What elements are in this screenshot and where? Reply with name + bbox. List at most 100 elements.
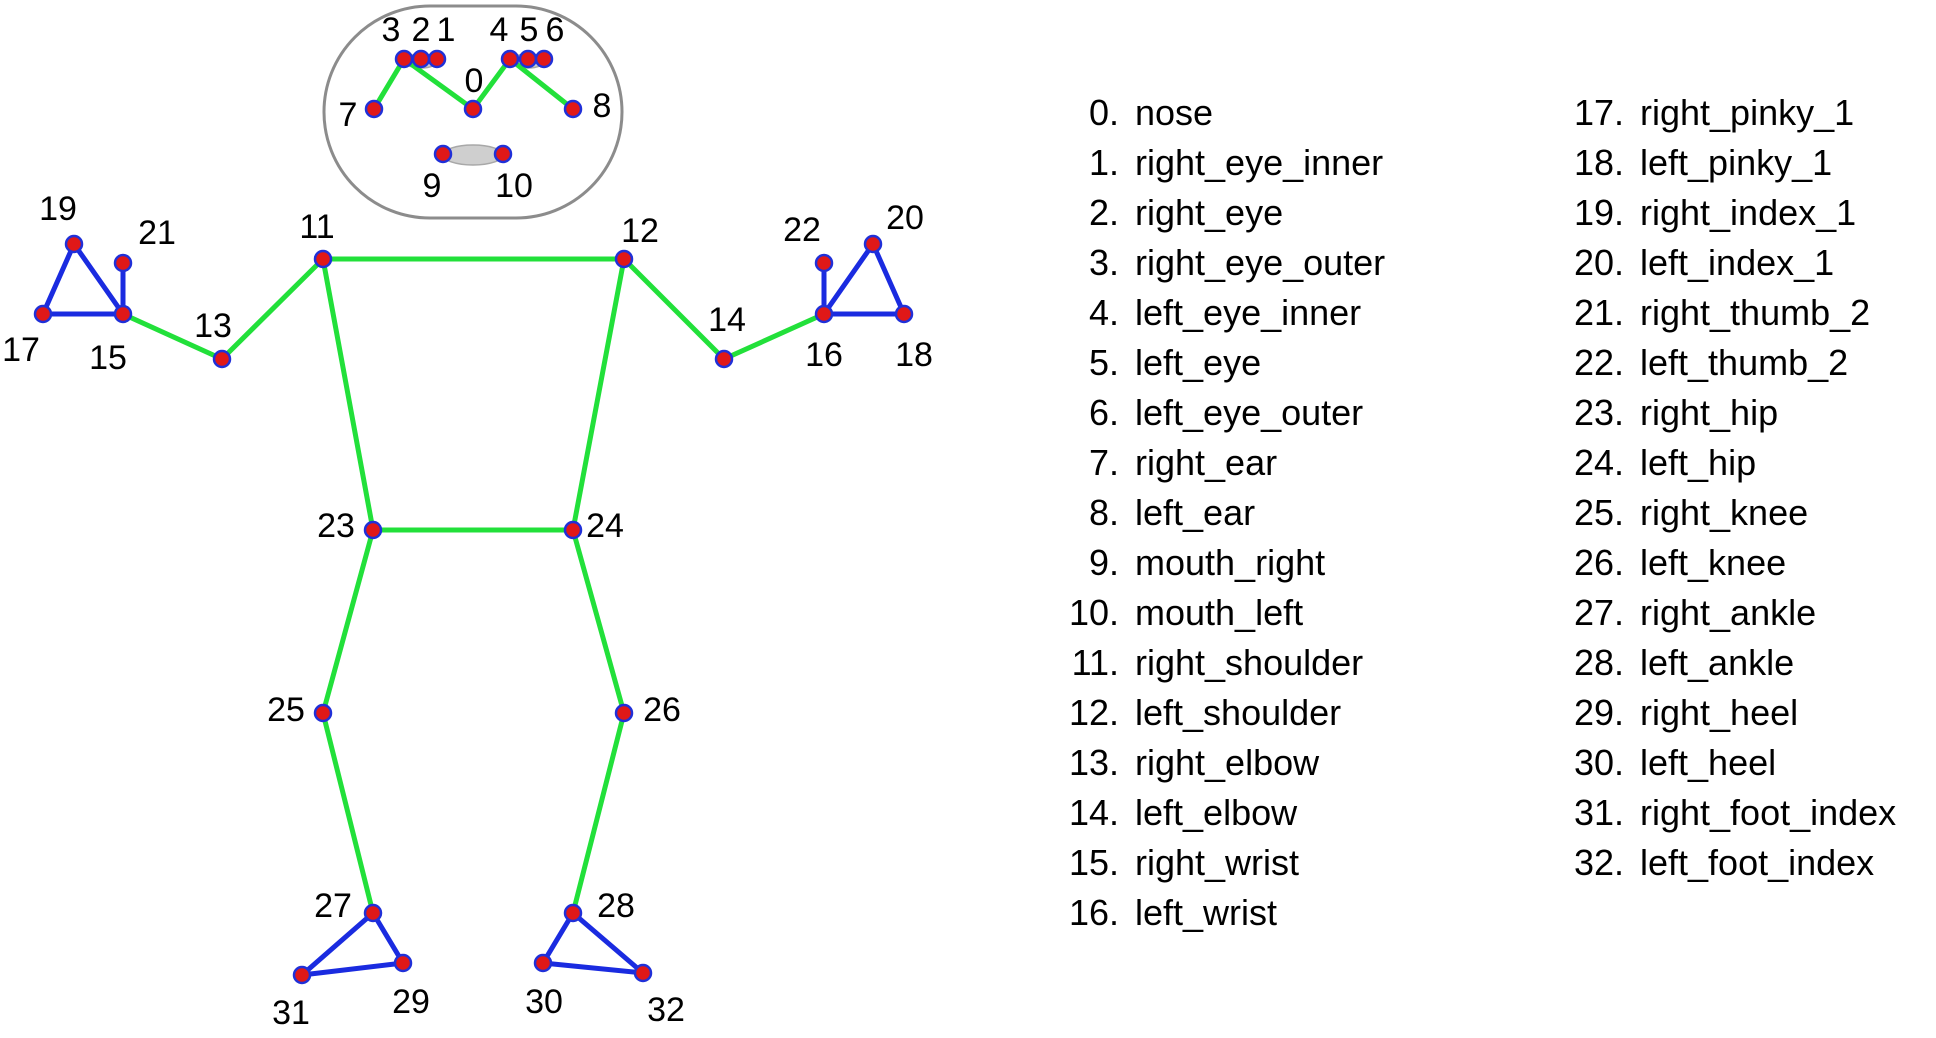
- legend-number: 22.: [1573, 342, 1624, 383]
- legend-number: 20.: [1573, 242, 1624, 283]
- landmark-label-28: 28: [597, 887, 635, 925]
- landmark-point-19: [64, 234, 84, 254]
- landmark-point-25: [313, 703, 333, 723]
- legend-landmark-name: left_ear: [1135, 492, 1256, 533]
- legend-number: 30.: [1573, 742, 1624, 783]
- legend-number: 28.: [1573, 642, 1624, 683]
- hand-foot-connection-32-28: [570, 910, 646, 976]
- landmark-label-22: 22: [783, 211, 821, 249]
- landmark-point-12: [614, 249, 634, 269]
- body-connection-24-26: [570, 527, 627, 716]
- landmark-label-11: 11: [299, 208, 334, 246]
- hand-foot-connection-31-27: [299, 910, 376, 978]
- landmark-label-13: 13: [194, 307, 232, 345]
- legend-landmark-name: left_knee: [1640, 542, 1787, 583]
- legend-number: 21.: [1573, 292, 1624, 333]
- legend-number: 1.: [1088, 142, 1119, 183]
- landmark-point-11: [313, 249, 333, 269]
- body-connection-23-25: [320, 527, 376, 716]
- hand-foot-connection-19-15: [71, 241, 126, 317]
- landmark-point-13: [212, 349, 232, 369]
- legend-number: 2.: [1088, 192, 1119, 233]
- legend-number: 11.: [1071, 642, 1119, 683]
- legend-landmark-name: right_wrist: [1135, 842, 1300, 883]
- legend-landmark-name: right_index_1: [1640, 192, 1857, 233]
- legend-number: 24.: [1573, 442, 1624, 483]
- body-connection-14-16: [721, 311, 827, 362]
- legend-number: 29.: [1573, 692, 1624, 733]
- landmark-label-5: 5: [520, 11, 539, 49]
- body-connection-25-27: [320, 710, 376, 916]
- legend-landmark-name: right_knee: [1640, 492, 1809, 533]
- landmark-label-4: 4: [490, 11, 509, 49]
- landmark-label-24: 24: [586, 507, 624, 545]
- legend-number: 4.: [1088, 292, 1119, 333]
- landmark-label-20: 20: [886, 199, 924, 237]
- legend-landmark-name: right_ear: [1135, 442, 1278, 483]
- legend-landmark-name: left_hip: [1640, 442, 1757, 483]
- landmark-label-12: 12: [621, 212, 659, 250]
- legend-landmark-name: right_thumb_2: [1640, 292, 1871, 333]
- legend-number: 25.: [1573, 492, 1624, 533]
- hand-foot-connections: [40, 241, 907, 978]
- landmark-point-4: [500, 49, 520, 69]
- body-connection-4-8: [507, 56, 576, 112]
- landmark-point-18: [894, 304, 914, 324]
- legend-landmark-name: left_eye: [1135, 342, 1262, 383]
- legend-landmark-name: left_index_1: [1640, 242, 1835, 283]
- landmark-point-2: [411, 49, 431, 69]
- landmark-label-21: 21: [138, 214, 176, 252]
- legend-landmark-name: left_pinky_1: [1640, 142, 1833, 183]
- landmark-point-20: [863, 234, 883, 254]
- hand-foot-connection-20-16: [821, 241, 876, 317]
- legend-landmark-name: left_eye_inner: [1135, 292, 1362, 333]
- legend-landmark-name: right_ankle: [1640, 592, 1817, 633]
- legend-number: 14.: [1068, 792, 1119, 833]
- legend-number: 16.: [1068, 892, 1119, 933]
- landmark-label-17: 17: [2, 331, 40, 369]
- legend-landmark-name: mouth_right: [1135, 542, 1326, 583]
- landmark-label-2: 2: [412, 11, 431, 49]
- legend-landmark-name: left_thumb_2: [1640, 342, 1849, 383]
- landmark-point-22: [814, 253, 834, 273]
- legend-number: 26.: [1573, 542, 1624, 583]
- legend-number: 10.: [1068, 592, 1119, 633]
- landmark-label-32: 32: [647, 991, 685, 1029]
- hand-foot-connection-27-29: [370, 910, 406, 966]
- hand-foot-connection-28-30: [540, 910, 576, 966]
- landmark-point-6: [534, 49, 554, 69]
- landmark-label-8: 8: [593, 87, 612, 125]
- landmark-point-0: [463, 99, 483, 119]
- legend-number: 0.: [1088, 92, 1119, 133]
- landmark-point-31: [292, 965, 312, 985]
- landmark-label-25: 25: [267, 691, 305, 729]
- body-connection-3-0: [401, 56, 476, 112]
- legend-number: 27.: [1573, 592, 1624, 633]
- landmark-label-7: 7: [339, 96, 358, 134]
- legend-landmark-name: right_eye_outer: [1135, 242, 1386, 283]
- landmark-point-15: [113, 304, 133, 324]
- landmark-point-23: [363, 520, 383, 540]
- body-connection-0-4: [470, 56, 513, 112]
- landmark-points: [33, 49, 914, 985]
- legend-landmark-name: right_hip: [1640, 392, 1779, 433]
- legend-landmark-name: left_heel: [1640, 742, 1777, 783]
- landmark-label-14: 14: [708, 301, 746, 339]
- legend-number: 6.: [1088, 392, 1119, 433]
- hand-foot-connection-29-31: [299, 960, 406, 978]
- legend-landmark-name: left_elbow: [1135, 792, 1298, 833]
- body-connection-11-13: [219, 256, 326, 362]
- landmark-label-3: 3: [382, 11, 401, 49]
- body-connection-12-24: [570, 256, 627, 533]
- legend-number: 15.: [1068, 842, 1119, 883]
- landmark-label-30: 30: [525, 983, 563, 1021]
- legend-number: 17.: [1573, 92, 1624, 133]
- head-outline: [322, 4, 624, 220]
- legend-landmark-name: right_eye: [1135, 192, 1284, 233]
- landmark-point-28: [563, 903, 583, 923]
- body-connection-12-14: [621, 256, 727, 362]
- legend-number: 7.: [1088, 442, 1119, 483]
- legend-landmark-name: right_shoulder: [1135, 642, 1364, 683]
- landmark-point-24: [563, 520, 583, 540]
